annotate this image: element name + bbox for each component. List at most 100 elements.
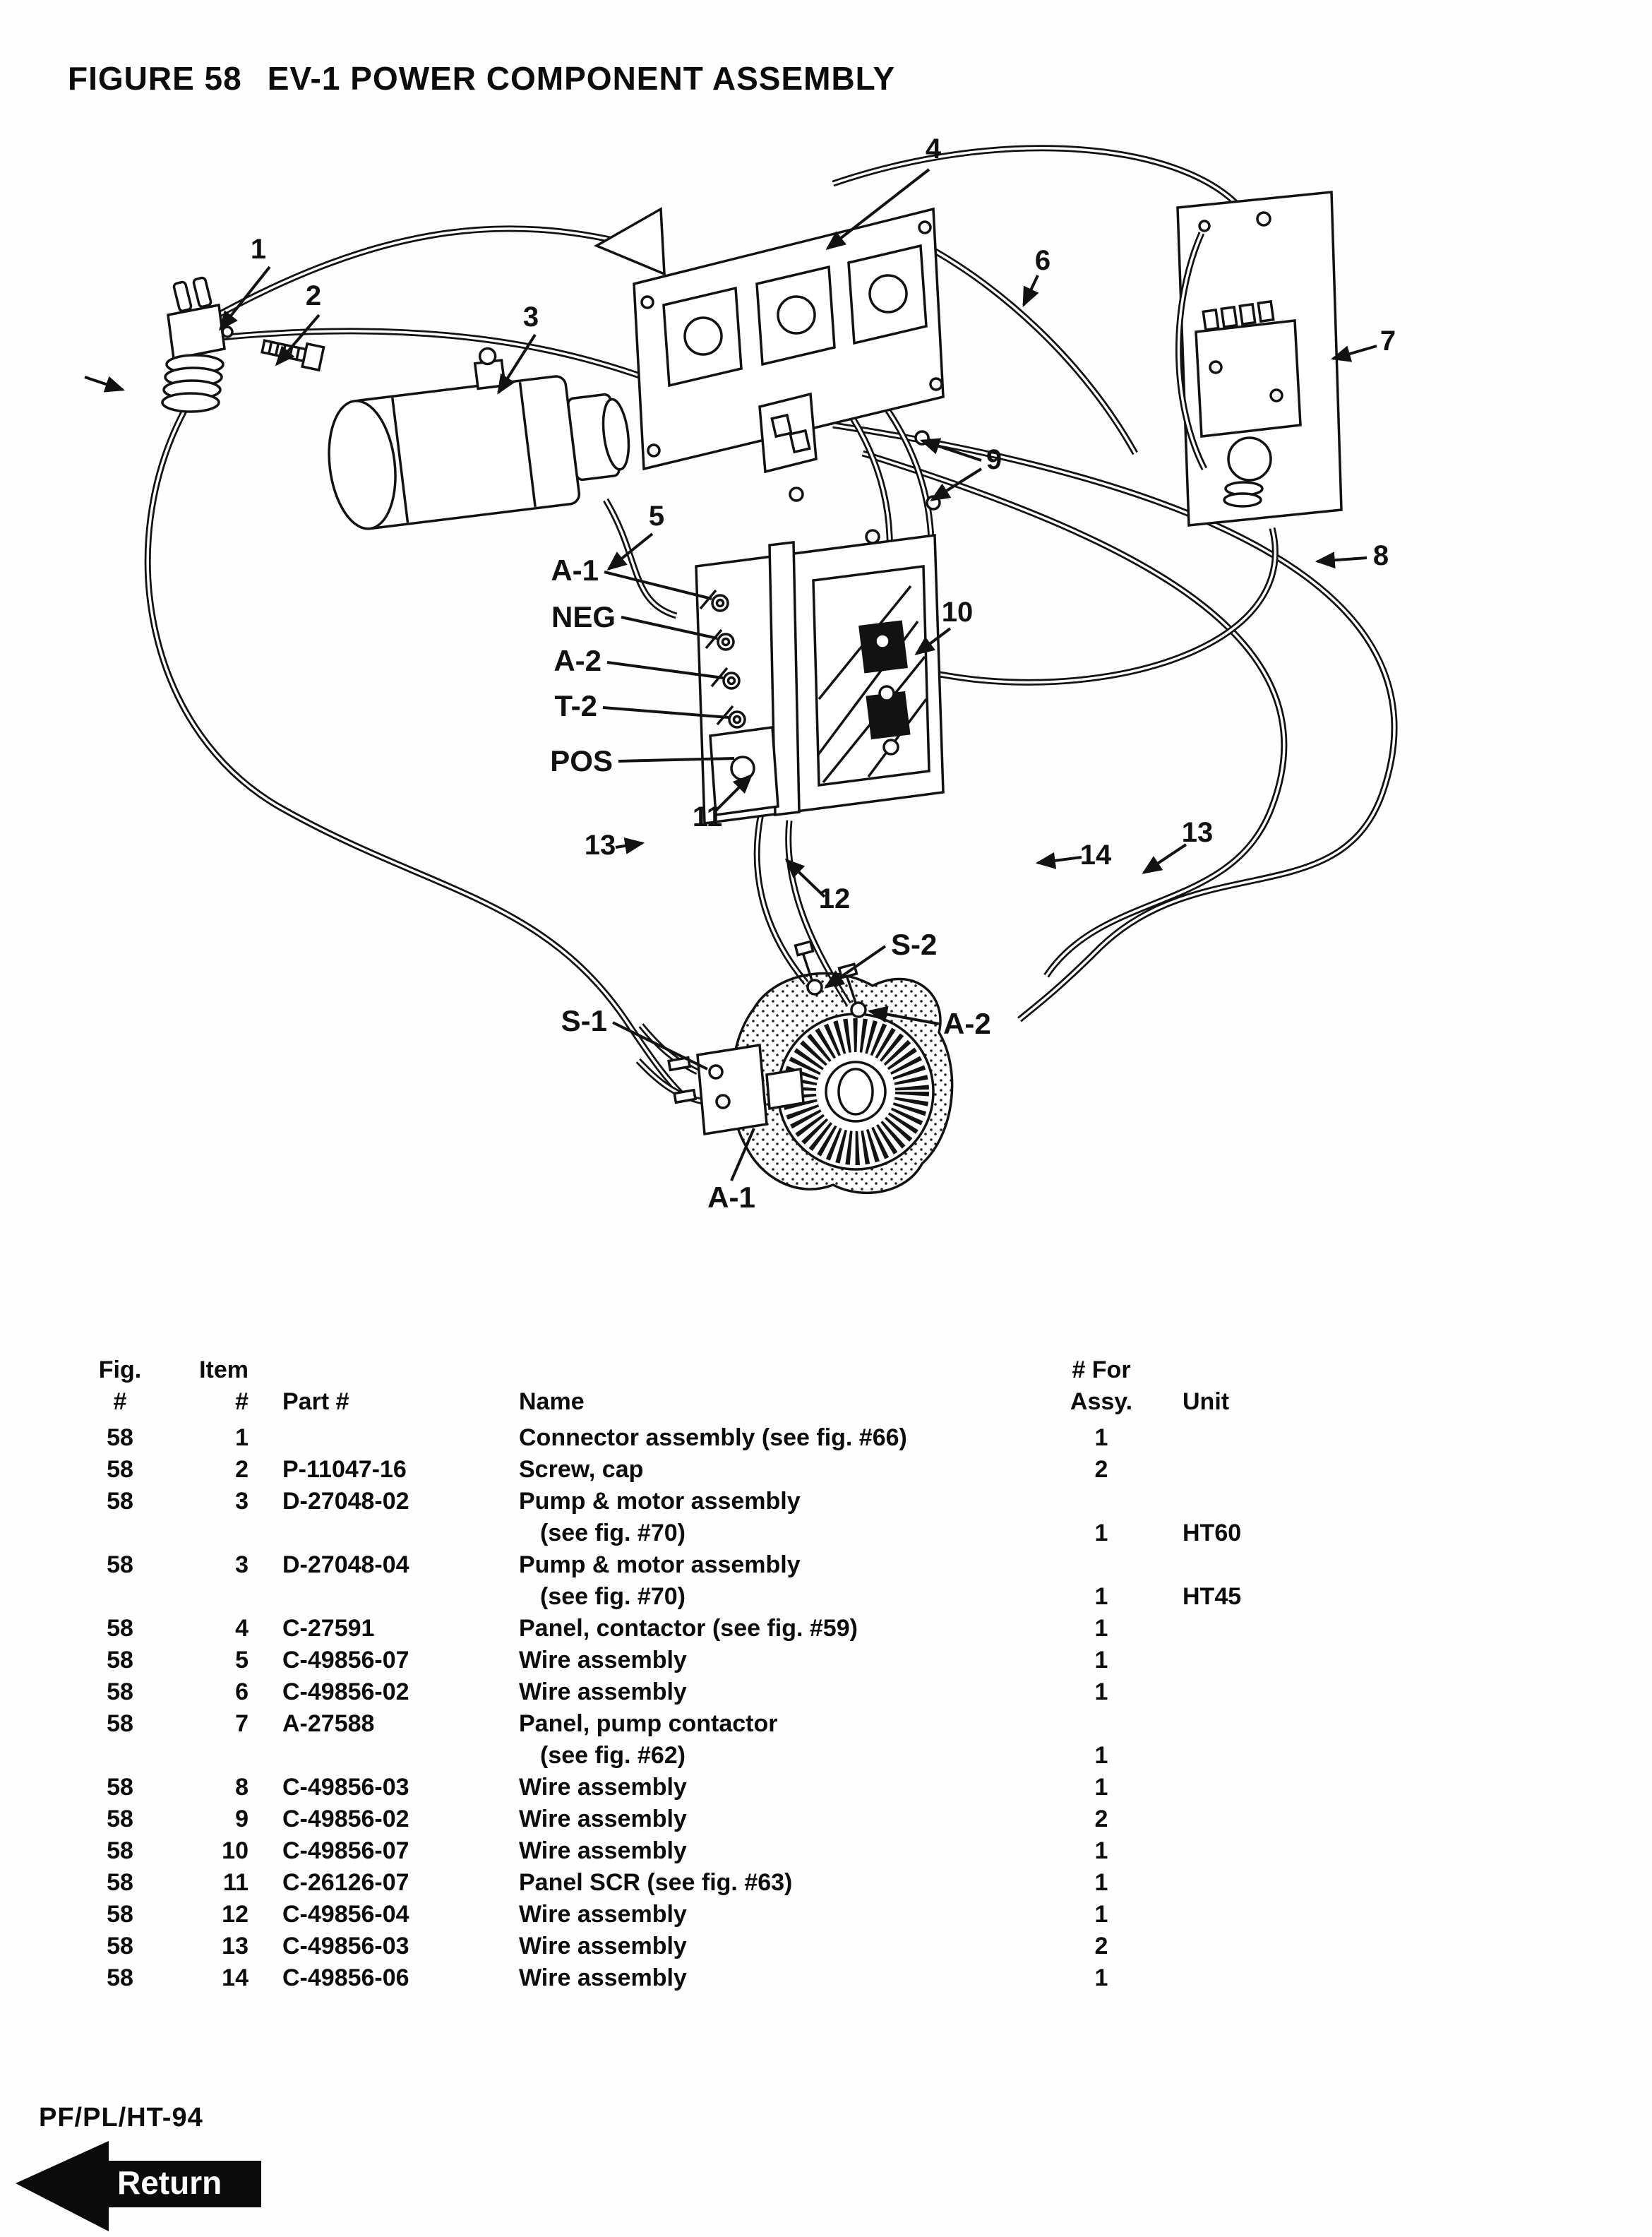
- return-button[interactable]: Return: [10, 2138, 278, 2236]
- callout-4: 4: [926, 133, 942, 165]
- qty-cell: 1: [1094, 1774, 1108, 1801]
- header-qty: # For Assy.: [1070, 1356, 1133, 1415]
- qty-cell: 1: [1094, 1964, 1108, 1991]
- callout-8: 8: [1373, 540, 1389, 571]
- name-cell: Panel, pump contactor (see fig. #62): [519, 1710, 778, 1769]
- callout-7: 7: [1380, 326, 1396, 357]
- callout-11: 11: [693, 801, 722, 833]
- page-title: FIGURE 58 EV-1 POWER COMPONENT ASSEMBLY: [68, 59, 895, 97]
- item-cell: 13: [222, 1933, 249, 1959]
- fig-cell: 58: [107, 1647, 133, 1674]
- unit-cell: [1158, 1454, 1320, 1486]
- qty-cell: 2: [1094, 1933, 1108, 1959]
- fig-cell: 58: [107, 1488, 133, 1515]
- terminal-a1: A-1: [551, 554, 599, 587]
- part-cell: C-49856-07: [282, 1837, 409, 1864]
- table-row: 58 6 C-49856-02 Wire assembly 1: [78, 1676, 1405, 1708]
- unit-cell: [1158, 1422, 1320, 1454]
- header-fig: Fig. #: [98, 1356, 142, 1415]
- item-cell: 14: [222, 1964, 249, 1991]
- terminal-pos: POS: [550, 744, 613, 777]
- fig-cell: 58: [107, 1710, 133, 1737]
- scr-panel: [695, 534, 945, 825]
- callout-1: 1: [251, 234, 266, 265]
- part-cell: [254, 1422, 508, 1454]
- item-cell: 3: [235, 1488, 249, 1515]
- part-cell: A-27588: [282, 1710, 375, 1737]
- figure-number: FIGURE 58: [68, 60, 242, 97]
- table-row: 58 2 P-11047-16 Screw, cap 2: [78, 1454, 1405, 1486]
- unit-cell: [1158, 1899, 1320, 1931]
- unit-cell: [1158, 1676, 1320, 1708]
- part-cell: P-11047-16: [282, 1456, 407, 1483]
- item-cell: 1: [235, 1424, 249, 1451]
- fig-cell: 58: [107, 1933, 133, 1959]
- terminal-s1: S-1: [561, 1004, 607, 1037]
- unit-cell: [1158, 1772, 1320, 1803]
- qty-cell: 1: [1094, 1901, 1108, 1928]
- name-cell: Wire assembly: [519, 1678, 687, 1705]
- callout-2: 2: [306, 280, 321, 311]
- callout-5: 5: [649, 501, 664, 532]
- drive-motor: [667, 940, 954, 1194]
- parts-table: Fig. # Item # Part # Name # For Assy. Un…: [78, 1350, 1405, 1994]
- part-cell: C-27591: [282, 1615, 375, 1642]
- unit-cell: [1158, 1931, 1320, 1962]
- part-cell: C-49856-06: [282, 1964, 409, 1991]
- item-cell: 4: [235, 1615, 249, 1642]
- callout-arrows: [84, 168, 1377, 898]
- qty-cell: 1: [1094, 1583, 1108, 1610]
- table-row: 58 7 A-27588 Panel, pump contactor (see …: [78, 1708, 1405, 1772]
- item-cell: 8: [235, 1774, 249, 1801]
- qty-cell: 1: [1094, 1520, 1108, 1546]
- part-cell: C-49856-04: [282, 1901, 409, 1928]
- callout-9: 9: [986, 444, 1002, 475]
- unit-cell: [1158, 1962, 1320, 1994]
- header-unit: Unit: [1183, 1388, 1230, 1415]
- terminal-a1-motor: A-1: [707, 1181, 755, 1214]
- item-cell: 10: [222, 1837, 249, 1864]
- callout-12: 12: [819, 883, 851, 914]
- item-cell: 5: [235, 1647, 249, 1674]
- connector-assembly: [161, 276, 234, 413]
- part-cell: D-27048-02: [282, 1488, 409, 1515]
- unit-cell: [1158, 1645, 1320, 1676]
- return-label: Return: [117, 2164, 222, 2201]
- pump-motor-assembly: [328, 347, 630, 530]
- table-row: 58 9 C-49856-02 Wire assembly 2: [78, 1803, 1405, 1835]
- header-item: Item #: [199, 1356, 249, 1415]
- qty-cell: 2: [1094, 1456, 1108, 1483]
- callout-14: 14: [1080, 840, 1112, 871]
- terminal-t2: T-2: [554, 689, 597, 722]
- page-code: PF/PL/HT-94: [39, 2103, 203, 2132]
- part-cell: C-49856-07: [282, 1647, 409, 1674]
- table-row: 58 1 Connector assembly (see fig. #66) 1: [78, 1422, 1405, 1454]
- name-cell: Pump & motor assembly (see fig. #70): [519, 1551, 801, 1610]
- table-row: 58 14 C-49856-06 Wire assembly 1: [78, 1962, 1405, 1994]
- fig-cell: 58: [107, 1551, 133, 1578]
- table-row: 58 4 C-27591 Panel, contactor (see fig. …: [78, 1613, 1405, 1645]
- fig-cell: 58: [107, 1456, 133, 1483]
- terminal-leaders: [602, 571, 940, 1181]
- part-cell: C-49856-02: [282, 1678, 409, 1705]
- header-part: Part #: [282, 1388, 349, 1415]
- figure-name: EV-1 POWER COMPONENT ASSEMBLY: [267, 60, 896, 97]
- unit-cell: [1158, 1835, 1320, 1867]
- item-cell: 2: [235, 1456, 249, 1483]
- table-row: 58 12 C-49856-04 Wire assembly 1: [78, 1899, 1405, 1931]
- unit-cell: [1158, 1867, 1320, 1899]
- name-cell: Panel, contactor (see fig. #59): [519, 1615, 858, 1642]
- table-row: 58 3 D-27048-02 Pump & motor assembly (s…: [78, 1486, 1405, 1549]
- item-cell: 11: [223, 1869, 249, 1896]
- fig-cell: 58: [107, 1869, 133, 1896]
- fig-cell: 58: [107, 1678, 133, 1705]
- name-cell: Wire assembly: [519, 1964, 687, 1991]
- table-row: 58 5 C-49856-07 Wire assembly 1: [78, 1645, 1405, 1676]
- name-cell: Wire assembly: [519, 1901, 687, 1928]
- item-cell: 7: [235, 1710, 249, 1737]
- contactor-panel: [594, 207, 945, 474]
- callout-13-right: 13: [1182, 817, 1214, 848]
- part-cell: C-26126-07: [282, 1869, 409, 1896]
- table-row: 58 3 D-27048-04 Pump & motor assembly (s…: [78, 1549, 1405, 1613]
- pump-contactor-panel: [1175, 191, 1343, 527]
